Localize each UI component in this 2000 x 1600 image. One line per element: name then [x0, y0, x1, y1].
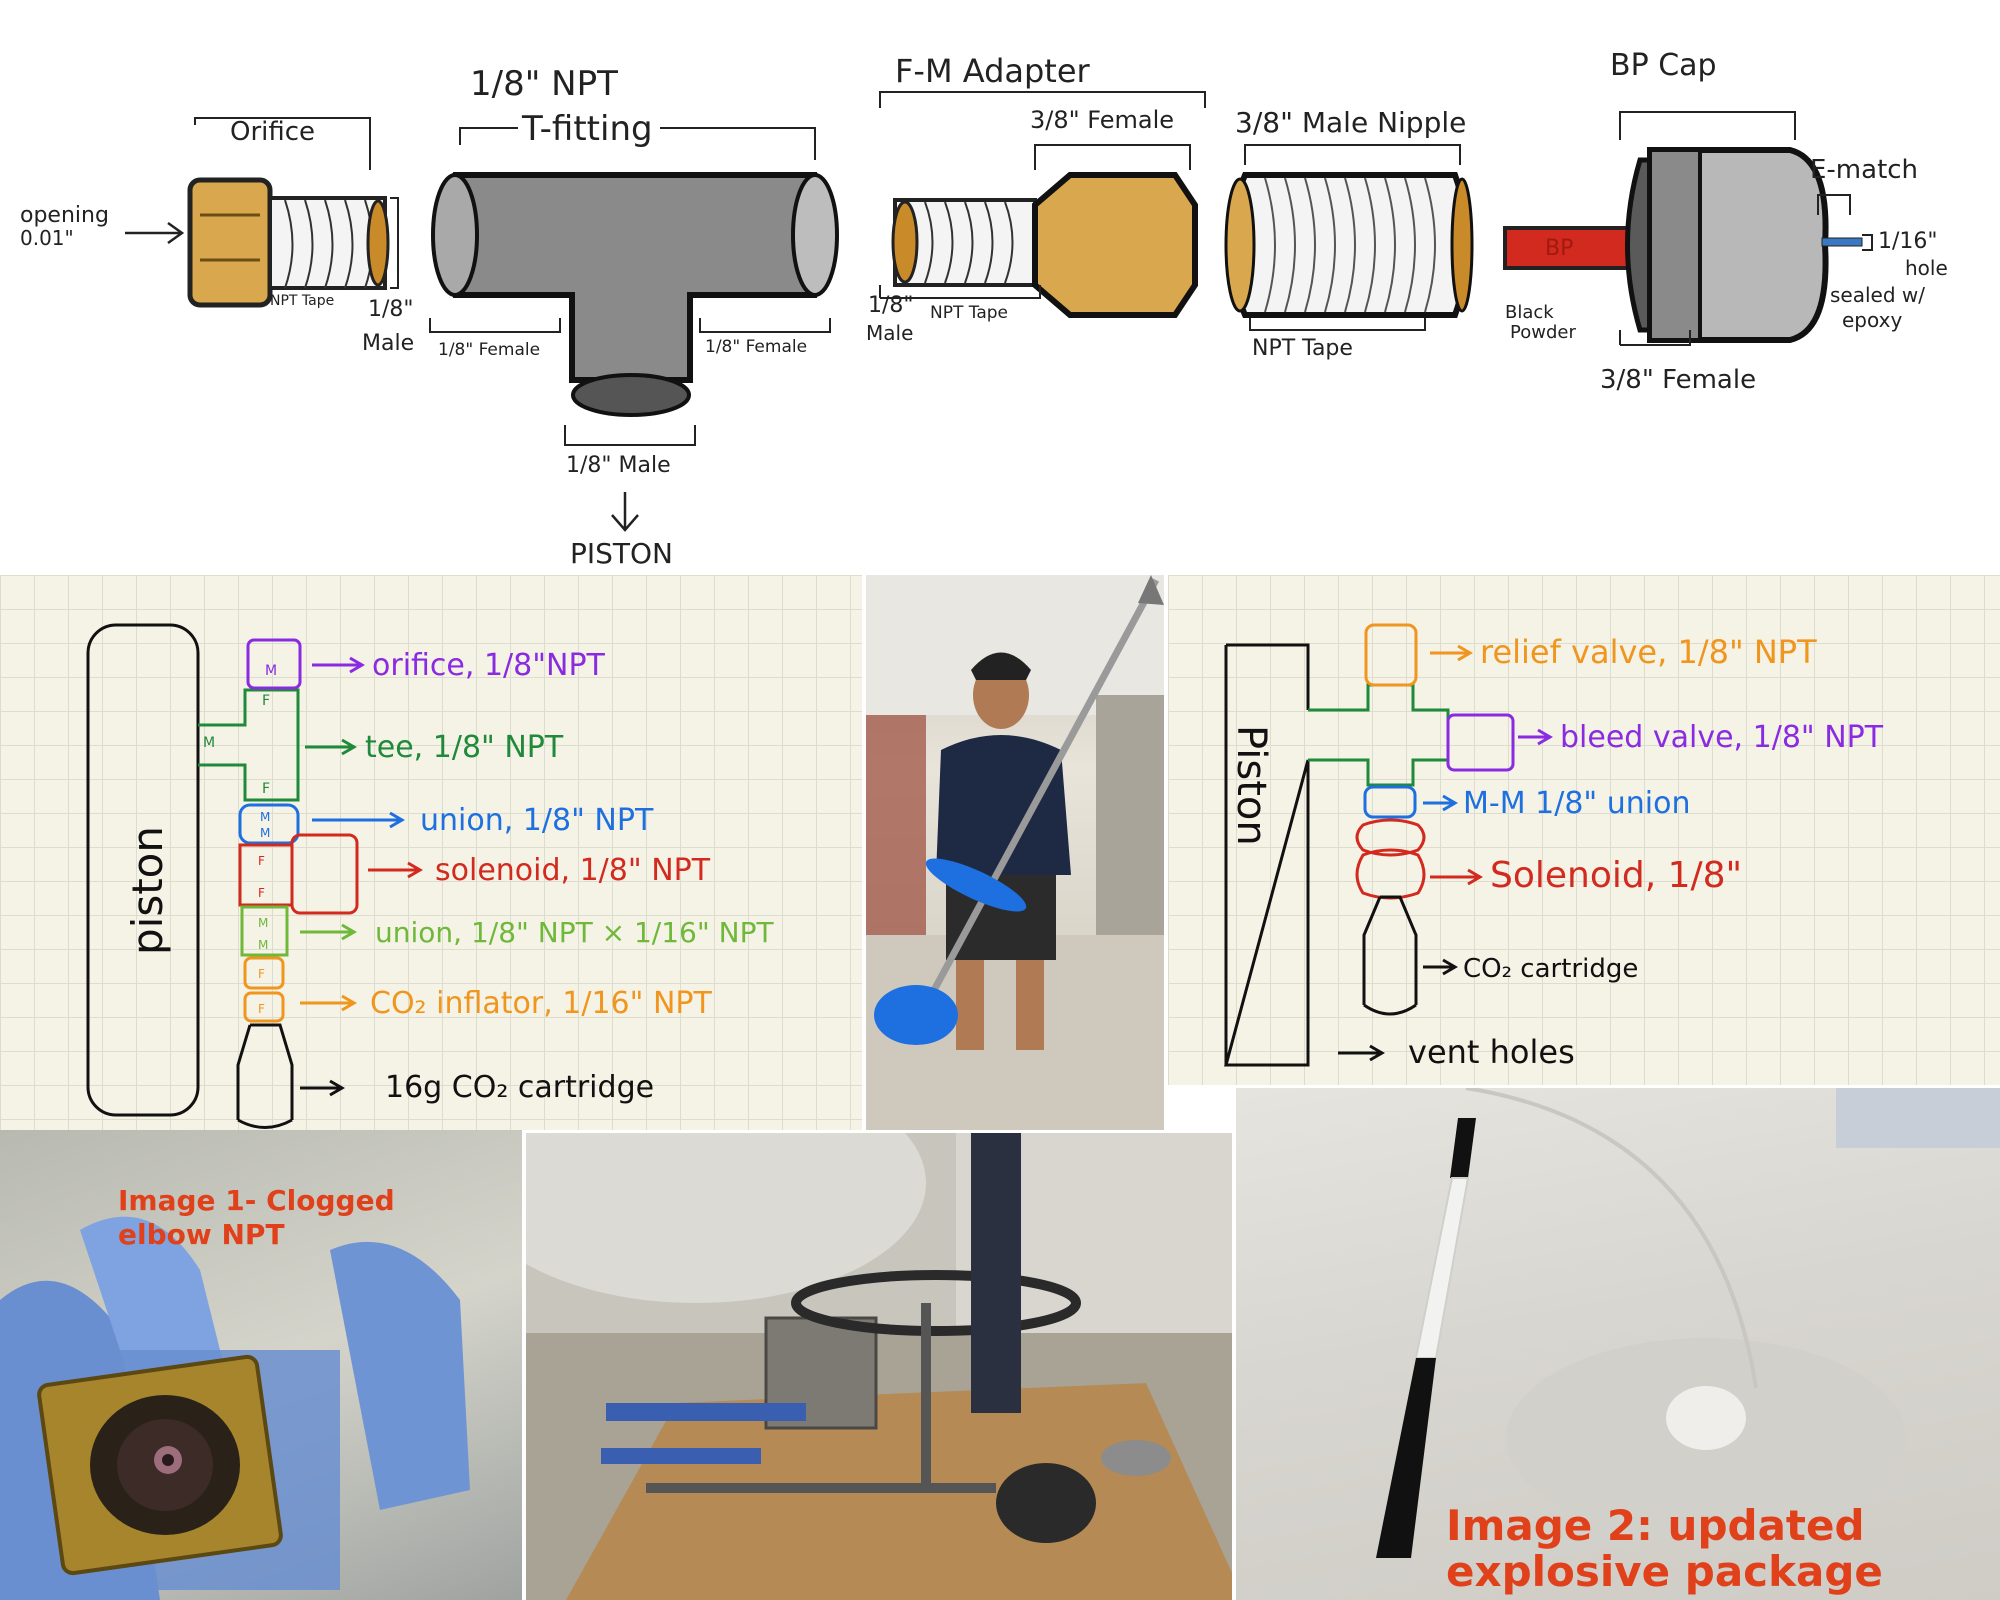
- fm-adapter-part: F-M Adapter 3/8" Female 1/8" Male NPT Ta…: [866, 52, 1206, 345]
- nipple-title: 3/8" Male Nipple: [1235, 106, 1466, 139]
- adapter-female-label: 3/8" Female: [1030, 106, 1174, 134]
- powder-line1: Black: [1505, 302, 1554, 323]
- adapter-male-size: 1/8": [868, 293, 914, 318]
- opening-arrow-icon: [125, 221, 185, 245]
- svg-text:F: F: [258, 967, 265, 981]
- hole-line4: epoxy: [1842, 308, 1902, 332]
- tfitting-bottom-label: 1/8" Male: [566, 453, 671, 478]
- image1-caption: Image 1- Clogged elbow NPT: [118, 1184, 395, 1252]
- left-label-inflator: CO₂ inflator, 1/16" NPT: [370, 986, 713, 1021]
- down-arrow-icon: [611, 492, 639, 532]
- bpcap-female-label: 3/8" Female: [1600, 365, 1756, 395]
- right-label-cartridge: CO₂ cartridge: [1463, 954, 1638, 984]
- hole-line3: sealed w/: [1830, 283, 1925, 307]
- image2-caption: Image 2: updated explosive package: [1446, 1503, 1883, 1595]
- svg-text:M: M: [203, 735, 215, 751]
- right-label-relief: relief valve, 1/8" NPT: [1480, 633, 1817, 671]
- svg-text:M: M: [265, 663, 277, 679]
- orifice-male-word: Male: [362, 331, 414, 356]
- image2-caption-line1: Image 2: updated: [1446, 1501, 1865, 1550]
- tfitting-right-label: 1/8" Female: [705, 337, 807, 357]
- orifice-male-size: 1/8": [368, 297, 414, 322]
- right-diagram-svg: Piston relief valve, 1/8" NPT bleed valv…: [1224, 623, 1884, 1071]
- clogged-elbow-photo: Image 1- Clogged elbow NPT: [0, 1130, 522, 1600]
- left-piston-label: piston: [123, 826, 172, 955]
- tfitting-part: 1/8" NPT T-fitting 1/8" Female 1/8" Fema…: [429, 64, 839, 570]
- image2-caption-line2: explosive package: [1446, 1547, 1883, 1596]
- svg-text:F: F: [258, 854, 265, 868]
- orifice-tape-label: NPT Tape: [270, 293, 334, 309]
- adapter-tape-label: NPT Tape: [930, 303, 1008, 323]
- left-label-cartridge: 16g CO₂ cartridge: [385, 1070, 654, 1105]
- tfitting-title-2: T-fitting: [521, 109, 653, 149]
- nipple-tape-label: NPT Tape: [1252, 336, 1353, 361]
- svg-text:F: F: [258, 886, 265, 900]
- hole-line2: hole: [1905, 256, 1948, 280]
- tfitting-left-label: 1/8" Female: [438, 340, 540, 360]
- test-rig-svg: [526, 1133, 1232, 1600]
- bpcap-title: BP Cap: [1610, 48, 1717, 83]
- person-photo: [866, 575, 1164, 1130]
- left-label-orifice: orifice, 1/8"NPT: [372, 648, 606, 683]
- right-plumbing-diagram: Piston relief valve, 1/8" NPT bleed valv…: [1168, 575, 2000, 1085]
- piston-target-label: PISTON: [570, 537, 673, 570]
- right-label-solenoid: Solenoid, 1/8": [1490, 855, 1742, 896]
- left-arrows: [300, 656, 423, 1097]
- powder-line2: Powder: [1510, 322, 1576, 343]
- adapter-male-word: Male: [866, 321, 913, 345]
- right-label-union: M-M 1/8" union: [1463, 786, 1690, 821]
- right-label-bleed: bleed valve, 1/8" NPT: [1560, 720, 1884, 755]
- left-label-tee: tee, 1/8" NPT: [365, 730, 564, 765]
- svg-text:M: M: [260, 810, 270, 824]
- right-label-vent: vent holes: [1408, 1033, 1575, 1071]
- image1-caption-line1: Image 1- Clogged: [118, 1184, 395, 1217]
- explosive-package-photo: Image 2: updated explosive package: [1236, 1088, 2000, 1600]
- right-piston-label: Piston: [1228, 725, 1274, 846]
- adapter-title: F-M Adapter: [895, 52, 1091, 90]
- tfitting-title-1: 1/8" NPT: [470, 64, 618, 104]
- nipple-part: 3/8" Male Nipple NPT Tape: [1224, 106, 1474, 361]
- top-assembly-diagram: Orifice opening 0.01" NPT Tape 1/8" Male…: [20, 48, 1948, 570]
- left-label-union: union, 1/8" NPT: [420, 803, 654, 838]
- explosive-package-svg: [1376, 1088, 2000, 1558]
- svg-text:F: F: [262, 781, 270, 797]
- left-diagram-svg: piston M F F M M M F F M M F F ori: [86, 623, 774, 1129]
- opening-value: 0.01": [20, 226, 74, 250]
- svg-text:M: M: [260, 826, 270, 840]
- bp-cap-part: BP Cap BP Black Powder 3/8" Female E-mat…: [1503, 48, 1948, 395]
- svg-text:F: F: [262, 693, 270, 709]
- ematch-label: E-match: [1810, 155, 1918, 185]
- svg-text:M: M: [258, 916, 268, 930]
- orifice-title: Orifice: [230, 117, 315, 147]
- right-arrows: [1338, 644, 1553, 1062]
- orifice-part: Orifice opening 0.01" NPT Tape 1/8" Male: [20, 117, 414, 356]
- svg-text:F: F: [258, 1002, 265, 1016]
- elbow-photo-svg: [0, 1216, 470, 1600]
- image1-caption-line2: elbow NPT: [118, 1218, 285, 1251]
- svg-text:M: M: [258, 938, 268, 952]
- hole-line1: 1/16": [1878, 229, 1938, 254]
- left-label-solenoid: solenoid, 1/8" NPT: [435, 853, 711, 888]
- test-rig-photo: [526, 1133, 1232, 1600]
- opening-label: opening: [20, 203, 109, 228]
- person-photo-svg: [866, 575, 1164, 1130]
- left-plumbing-diagram: piston M F F M M M F F M M F F ori: [0, 575, 862, 1130]
- bp-text: BP: [1545, 236, 1573, 261]
- left-label-union2: union, 1/8" NPT × 1/16" NPT: [375, 916, 774, 949]
